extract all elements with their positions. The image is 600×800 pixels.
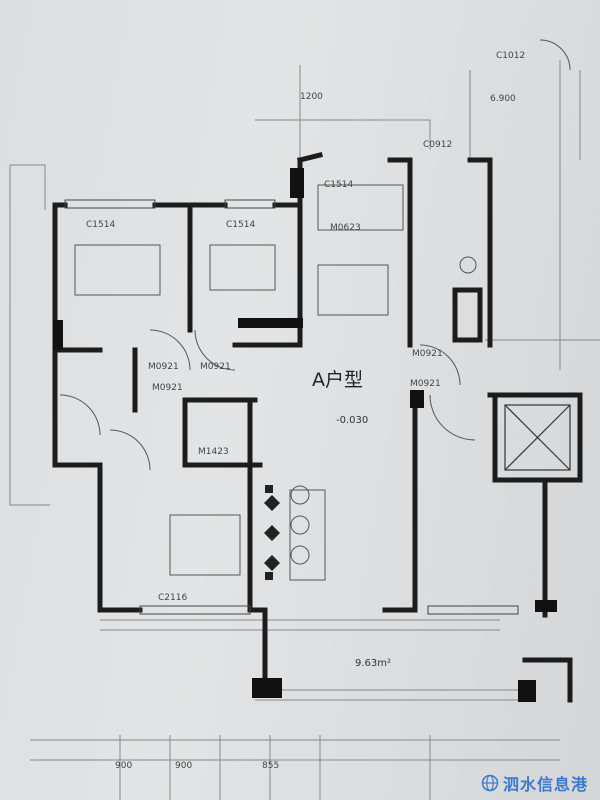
kitchen-counter [317, 184, 404, 231]
bed-1 [74, 244, 161, 296]
window-label-c1514-a: C1514 [86, 220, 115, 230]
dimension-1200: 1200 [300, 92, 323, 102]
sofa-cushion-2 [290, 515, 310, 535]
walls [52, 151, 583, 703]
sofa-cushion-3 [290, 545, 310, 565]
window-label-c1514-c: C1514 [324, 180, 353, 190]
dimension-bottom-2: 900 [175, 761, 192, 771]
door-label-m0623: M0623 [330, 223, 361, 233]
plants [264, 485, 280, 580]
sofa-cushion-1 [290, 485, 310, 505]
floor-level: -0.030 [336, 415, 368, 426]
watermark: 泗水信息港 [481, 772, 588, 794]
watermark-text: 泗水信息港 [502, 775, 588, 794]
door-label-m0921-b: M0921 [200, 362, 231, 372]
dimension-6900: 6.900 [490, 94, 516, 104]
balcony-area: 9.63m² [355, 658, 391, 669]
dining-table [317, 264, 389, 316]
door-label-m0921-a: M0921 [148, 362, 179, 372]
door-arcs [59, 39, 571, 471]
wall-blocks [53, 168, 557, 702]
elevator-shaft [504, 404, 571, 471]
furniture [74, 184, 477, 581]
door-label-m1423: M1423 [198, 447, 229, 457]
door-label-m0921-d: M0921 [412, 349, 443, 359]
windows [64, 199, 519, 615]
dimension-bottom-1: 900 [115, 761, 132, 771]
window-label-c0912: C0912 [423, 140, 452, 150]
window-label-c2116: C2116 [158, 593, 187, 603]
door-label-m0921-c: M0921 [152, 383, 183, 393]
unit-title: A户型 [312, 369, 363, 391]
thin-lines [9, 60, 600, 800]
bed-master [169, 514, 241, 576]
toilet [459, 256, 477, 274]
dimension-bottom-3: 855 [262, 761, 279, 771]
window-label-c1514-b: C1514 [226, 220, 255, 230]
door-label-m0921-e: M0921 [410, 379, 441, 389]
bed-2 [209, 244, 276, 291]
window-label-c1012: C1012 [496, 51, 525, 61]
sofa [289, 489, 326, 581]
globe-icon [481, 774, 499, 792]
